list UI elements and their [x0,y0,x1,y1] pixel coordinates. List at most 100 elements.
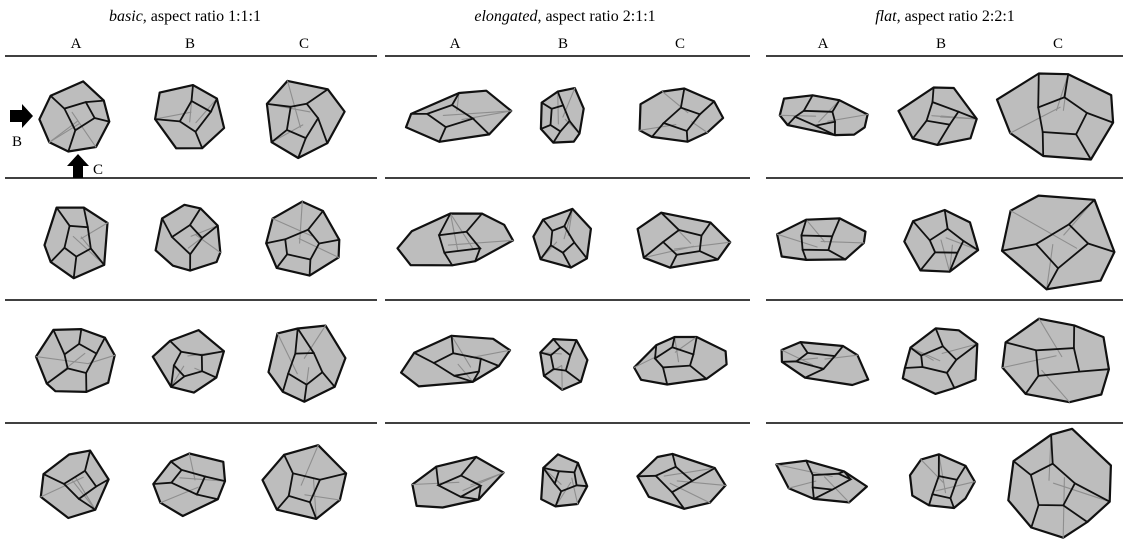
particle-flat-c-row-1 [995,72,1115,161]
visible-edge [438,212,452,237]
visible-edge [67,129,77,153]
front-facet [928,227,965,254]
visible-edge [698,250,719,261]
visible-edge [1062,504,1089,523]
visible-edge [169,339,183,353]
visible-edge [642,241,664,259]
hidden-edge [159,486,199,504]
visible-edge [321,371,336,388]
visible-edge [308,501,318,520]
particle-elongated-b-row-2 [532,207,593,269]
hidden-edge [298,238,340,258]
particle-grid [34,72,1116,539]
column-label-elongated-c: C [675,36,685,52]
visible-edge [569,339,578,357]
visible-edge [307,210,324,231]
particle-outline [265,79,346,160]
particle-elongated-c-row-2 [636,211,732,269]
visible-edge [542,466,556,485]
hidden-edge [823,476,850,503]
particle-basic-a-row-1 [38,80,111,153]
hidden-edge [920,459,945,484]
visible-edge [1024,374,1040,395]
front-facet [63,342,98,375]
visible-edge [564,369,582,383]
hidden-edge [567,208,573,236]
hidden-edge [449,212,474,249]
visible-edge [542,466,560,473]
visible-edge [84,99,105,103]
visible-edge [318,238,341,245]
visible-edge [49,246,66,263]
particle-elongated-c-row-3 [632,335,728,386]
column-label-basic-a: A [71,36,82,52]
visible-edge [471,370,480,383]
hidden-edge [271,124,304,143]
visible-edge [552,338,562,349]
visible-edge [540,101,553,110]
visible-edge [55,206,71,227]
visible-edge [948,251,959,273]
visible-edge [451,92,460,106]
visible-edge [833,345,844,358]
visible-edge [671,452,677,468]
particle-outline [400,334,512,388]
visible-edge [195,493,219,501]
visible-edge [568,120,581,135]
hidden-edge [788,480,817,489]
hidden-edge [299,201,303,244]
column-label-flat-a: A [818,36,829,52]
particle-outline [1007,427,1113,539]
visible-edge [936,123,951,146]
view-label-c: C [93,162,103,178]
hidden-edge [781,349,814,366]
front-facet [1029,462,1077,507]
visible-edge [671,336,676,349]
particle-outline [780,341,870,387]
visible-edge [651,122,665,138]
particle-flat-c-row-3 [1001,317,1111,404]
particle-outline [775,459,869,504]
front-facet [661,229,703,256]
particle-elongated-b-row-4 [540,453,589,508]
visible-edge [802,94,814,112]
visible-edge [946,371,956,389]
front-facet [549,224,576,254]
visible-edge [1074,482,1111,503]
visible-edge [575,484,589,488]
particle-outline [778,94,869,137]
particle-outline [151,329,225,394]
column-label-basic-c: C [299,36,309,52]
particle-outline [632,335,728,386]
visible-edge [459,495,480,501]
visible-edge [1041,131,1045,157]
particle-flat-b-row-3 [901,327,979,395]
visible-edge [837,470,845,475]
particle-outline [265,200,341,277]
visible-edge [827,249,847,261]
visible-edge [303,383,308,403]
visible-edge [786,115,797,126]
hidden-edge [1052,482,1111,503]
particle-basic-b-row-1 [154,83,226,150]
visible-edge [275,494,290,511]
visible-edge [82,206,89,229]
visible-edge [294,327,299,355]
particle-outline [154,83,226,150]
hidden-edge [470,349,511,359]
front-facet [811,472,853,491]
visible-edge [799,341,809,354]
visible-edge [265,103,292,108]
row-dividers [5,55,1123,424]
hidden-edge [1001,355,1057,369]
hidden-edge [312,478,317,520]
hidden-edge [300,444,319,486]
visible-edge [1078,368,1110,373]
visible-edge [805,459,814,477]
visible-edge [685,130,689,143]
visible-edge [450,334,455,355]
particle-basic-b-row-4 [152,452,227,518]
visible-edge [800,218,808,237]
hidden-edge [195,98,218,124]
visible-edge [811,486,815,500]
